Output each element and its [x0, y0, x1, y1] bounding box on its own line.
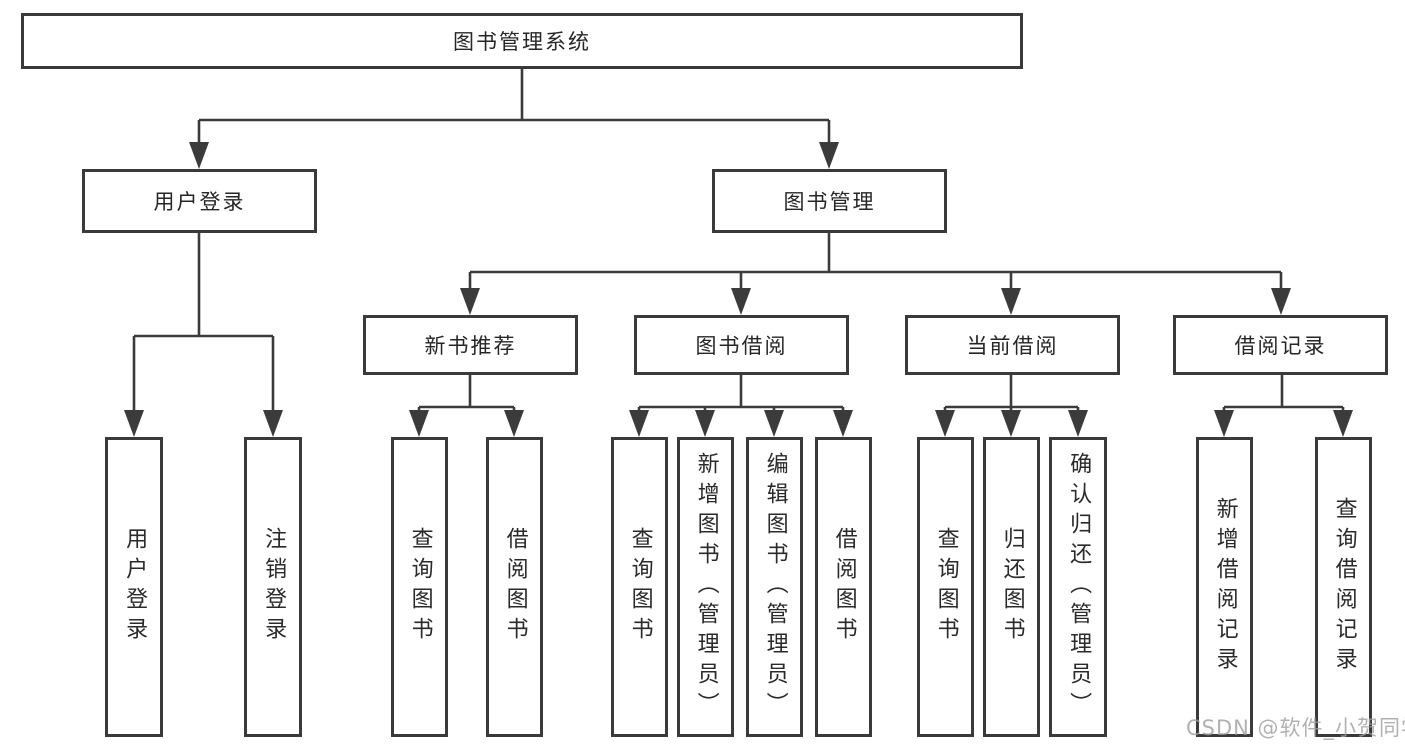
leaf-label: 注销登录: [261, 527, 287, 647]
leaf-records-query-record: 查询借阅记录: [1315, 437, 1372, 737]
leaf-label: 归还图书: [999, 527, 1025, 647]
leaf-label: 用户登录: [122, 527, 148, 647]
leaf-current-return-books: 归还图书: [983, 437, 1040, 737]
node-new-book-recommend-label: 新书推荐: [424, 334, 517, 358]
leaf-recommend-query-books: 查询图书: [391, 437, 448, 737]
leaf-label: 确认归还（管理员）: [1066, 452, 1092, 722]
leaf-borrow-query-books: 查询图书: [611, 437, 668, 737]
node-new-book-recommend: 新书推荐: [363, 315, 578, 375]
leaf-current-confirm-return-admin: 确认归还（管理员）: [1049, 437, 1107, 737]
node-current-borrow: 当前借阅: [905, 315, 1120, 375]
leaf-logout: 注销登录: [244, 437, 302, 737]
leaf-label: 借阅图书: [831, 527, 857, 647]
leaf-label: 查询图书: [407, 527, 433, 647]
node-borrow-records: 借阅记录: [1173, 315, 1388, 375]
leaf-label: 查询借阅记录: [1331, 497, 1357, 677]
node-current-borrow-label: 当前借阅: [966, 334, 1059, 358]
leaf-label: 查询图书: [627, 527, 653, 647]
leaf-label: 查询图书: [933, 527, 959, 647]
leaf-label: 编辑图书（管理员）: [762, 452, 788, 722]
leaf-borrow-edit-books-admin: 编辑图书（管理员）: [746, 437, 803, 737]
leaf-current-query-books: 查询图书: [917, 437, 974, 737]
leaf-label: 新增图书（管理员）: [693, 452, 719, 722]
node-root: 图书管理系统: [21, 13, 1023, 69]
node-book-management-label: 图书管理: [783, 190, 876, 214]
node-borrow-records-label: 借阅记录: [1234, 334, 1327, 358]
leaf-borrow-borrow-books: 借阅图书: [815, 437, 872, 737]
leaf-records-add-record: 新增借阅记录: [1196, 437, 1253, 737]
node-root-label: 图书管理系统: [453, 30, 591, 54]
leaf-borrow-add-books-admin: 新增图书（管理员）: [677, 437, 734, 737]
csdn-watermark: CSDN @软件_小贺同学: [1186, 716, 1405, 740]
node-book-management: 图书管理: [712, 169, 947, 233]
node-book-borrow-label: 图书借阅: [695, 334, 788, 358]
leaf-label: 借阅图书: [502, 527, 528, 647]
node-book-borrow: 图书借阅: [634, 315, 849, 375]
leaf-label: 新增借阅记录: [1212, 497, 1238, 677]
leaf-recommend-borrow-books: 借阅图书: [486, 437, 543, 737]
leaf-user-login: 用户登录: [105, 437, 163, 737]
node-user-login-label: 用户登录: [153, 190, 246, 214]
node-user-login: 用户登录: [82, 169, 317, 233]
